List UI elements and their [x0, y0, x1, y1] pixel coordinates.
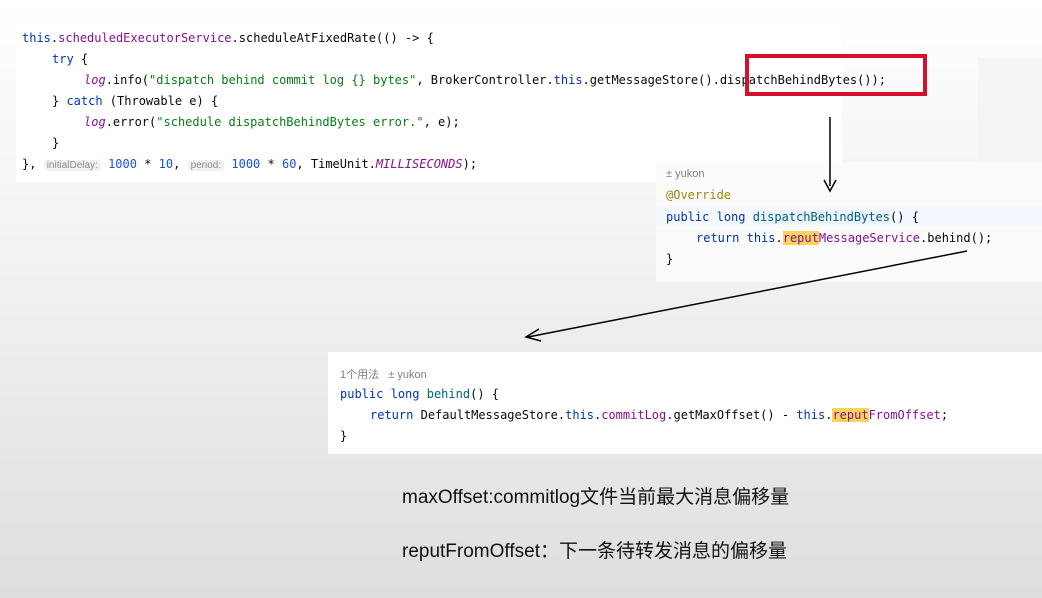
background-panel [978, 58, 1042, 162]
operator: * [260, 157, 282, 171]
reput-from-offset-field: FromOffset [868, 408, 941, 422]
number-literal: 1000 [231, 157, 261, 171]
signature-end: () { [470, 387, 499, 401]
arrow-diagonal-head [524, 328, 542, 342]
log-field: log [84, 115, 106, 129]
return-keyword: return [370, 408, 414, 422]
code-line-schedule-args: }, initialDelay: 1000 * 10, period: 1000… [22, 156, 477, 174]
dispatch-behind-call: .getMessageStore().dispatchBehindBytes()… [582, 73, 886, 87]
operator: * [136, 157, 159, 171]
catch-clause: (Throwable e) { [102, 94, 219, 108]
error-call-end: , e); [423, 115, 460, 129]
brace: } [52, 94, 67, 108]
milliseconds-constant: MILLISECONDS [375, 157, 463, 171]
get-max-offset-call: .getMaxOffset() - [666, 408, 797, 422]
arrow-diagonal-line [527, 250, 968, 338]
public-keyword: public [340, 387, 384, 401]
author-label: ± yukon [666, 168, 705, 180]
code-line-dispatch-signature: public long dispatchBehindBytes() { [666, 209, 919, 225]
separator: , [173, 157, 188, 171]
log-field: log [84, 73, 106, 87]
brace: { [73, 52, 89, 66]
initial-delay-hint: initialDelay: [43, 160, 101, 171]
code-line-behind-signature: public long behind() { [340, 386, 499, 402]
reput-from-offset-caption: reputFromOffset：下一条待转发消息的偏移量 [402, 541, 787, 562]
number-literal: 10 [158, 157, 174, 171]
lambda-open: (() -> { [376, 31, 434, 45]
code-panel-scheduler [16, 22, 842, 182]
number-literal: 1000 [108, 157, 137, 171]
max-offset-caption: maxOffset:commitlog文件当前最大消息偏移量 [402, 487, 790, 508]
arrow-down-head [823, 179, 837, 193]
this-keyword: this [565, 408, 594, 422]
this-keyword: this [796, 408, 826, 422]
statement-end: ; [940, 408, 949, 422]
this-keyword: this [22, 31, 51, 45]
error-message-string: "schedule dispatchBehindBytes error." [156, 115, 424, 129]
this-keyword: this [746, 231, 776, 245]
error-call: .error( [105, 115, 157, 129]
time-unit-ref: , TimeUnit. [296, 157, 376, 171]
usage-count: 1个用法 [340, 369, 380, 381]
code-line-log-info: log.info("dispatch behind commit log {} … [84, 72, 886, 88]
dot: . [50, 31, 59, 45]
dot: . [231, 31, 239, 45]
reput-service-field: MessageService [818, 231, 921, 245]
reput-highlight: reput [832, 408, 869, 422]
code-line-behind-return: return DefaultMessageStore.this.commitLo… [370, 408, 949, 422]
commit-log-field: commitLog [601, 408, 667, 422]
code-line-close-brace: } [666, 252, 674, 266]
catch-keyword: catch [66, 94, 103, 108]
try-keyword: try [52, 52, 74, 66]
executor-field: scheduledExecutorService [58, 31, 232, 45]
behind-call: .behind(); [920, 231, 993, 245]
period-hint: period: [187, 160, 225, 171]
code-panel-behind [328, 352, 1042, 454]
signature-end: () { [890, 210, 919, 224]
code-line-catch: } catch (Throwable e) { [52, 93, 218, 109]
statement-end: ); [462, 157, 478, 171]
code-line-schedule-call: this.scheduledExecutorService.scheduleAt… [22, 30, 434, 46]
default-message-store-ref: DefaultMessageStore. [420, 408, 566, 422]
schedule-method: scheduleAtFixedRate [238, 31, 377, 45]
code-line-try: try { [52, 51, 88, 67]
long-keyword: long [390, 387, 420, 401]
log-message-string: "dispatch behind commit log {} bytes" [149, 73, 417, 87]
long-keyword: long [716, 210, 746, 224]
code-line-log-error: log.error("schedule dispatchBehindBytes … [84, 114, 460, 130]
usage-info: 1个用法 ± yukon [340, 366, 427, 382]
code-line-dispatch-return: return this.reputMessageService.behind()… [696, 231, 993, 245]
reput-highlight: reput [782, 231, 819, 245]
method-name: dispatchBehindBytes [752, 210, 891, 224]
return-keyword: return [696, 231, 740, 245]
info-call: .info( [105, 73, 150, 87]
code-line-close-brace: } [340, 429, 348, 443]
this-keyword: this [553, 73, 583, 87]
method-name: behind [426, 387, 471, 401]
broker-controller-ref: , BrokerController. [416, 73, 554, 87]
number-literal: 60 [281, 157, 297, 171]
override-annotation: @Override [666, 188, 732, 202]
author-label: ± yukon [388, 369, 427, 381]
public-keyword: public [666, 210, 710, 224]
code-line-close-brace: } [52, 136, 60, 150]
lambda-close: }, [22, 157, 44, 171]
